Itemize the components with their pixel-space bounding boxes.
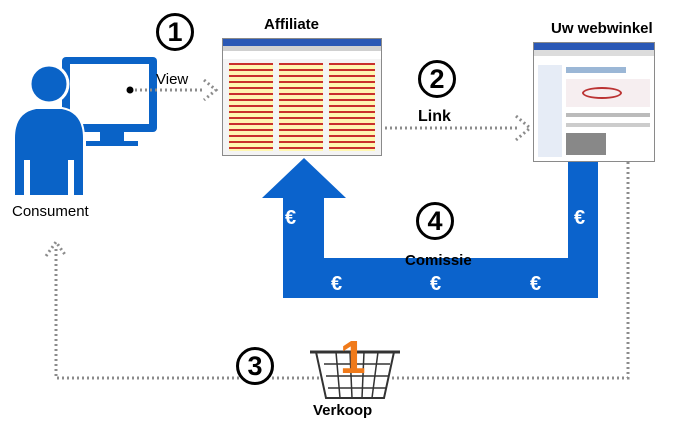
euro-right-icon: €: [574, 207, 586, 229]
step-3-badge: 3: [236, 347, 274, 385]
euro-left-icon: €: [285, 207, 297, 229]
euro-bottom-1-icon: €: [331, 273, 343, 295]
person-icon: [13, 63, 85, 197]
webwinkel-screenshot: [533, 42, 655, 162]
monitor-icon: [62, 57, 157, 146]
euro-bottom-2-icon: €: [430, 273, 442, 295]
affiliate-title: Affiliate: [264, 16, 320, 33]
step-1-badge: 1: [156, 13, 194, 51]
consument-label: Consument: [12, 203, 89, 220]
comissie-label: Comissie: [405, 252, 472, 269]
affiliate-screenshot: [222, 38, 382, 156]
webwinkel-title: Uw webwinkel: [551, 20, 653, 37]
euro-bottom-3-icon: €: [530, 273, 542, 295]
link-label: Link: [418, 108, 451, 125]
step-4-badge: 4: [416, 202, 454, 240]
view-label: View: [156, 71, 189, 88]
verkoop-label: Verkoop: [313, 402, 373, 419]
commission-arrow: [262, 158, 598, 298]
basket-number: 1: [340, 331, 366, 383]
step-2-badge: 2: [418, 60, 456, 98]
shopping-basket-icon: [310, 350, 400, 399]
